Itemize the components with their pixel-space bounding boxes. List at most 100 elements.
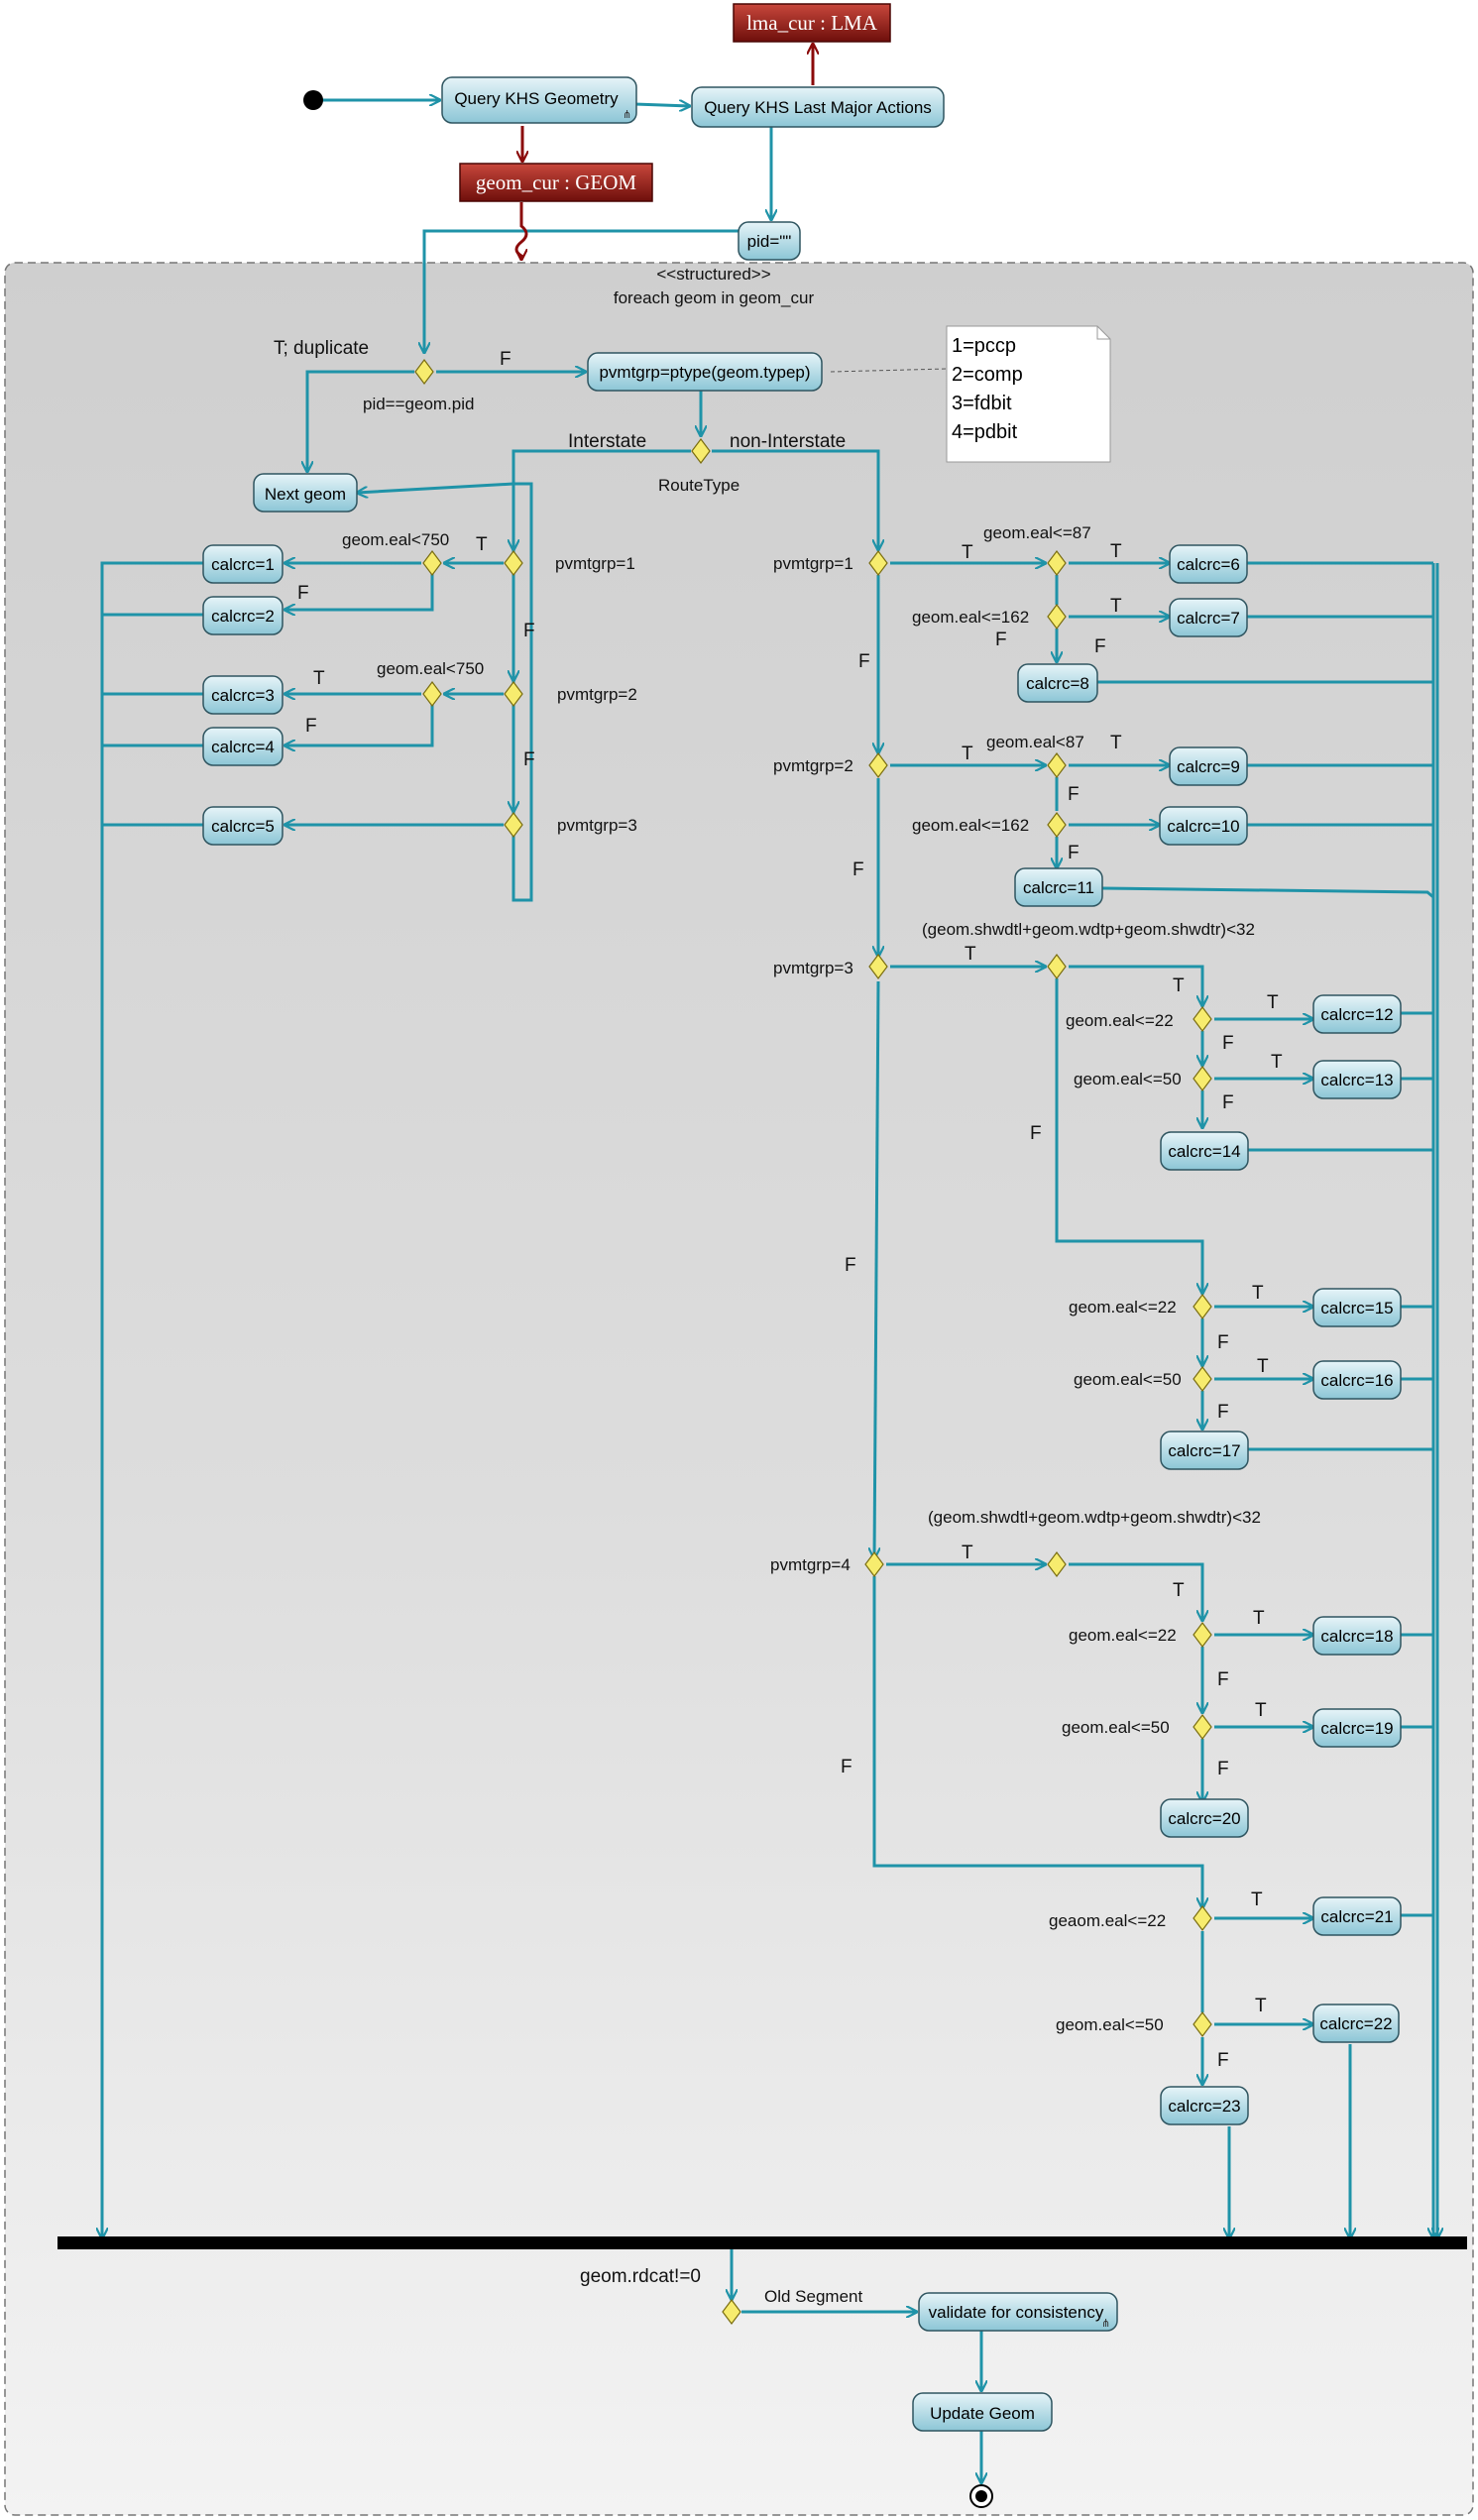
- guard-label-t: T: [962, 1543, 973, 1563]
- guard-label-t: T: [1110, 733, 1122, 753]
- calcrc-7: calcrc=7: [1169, 598, 1248, 637]
- decision-node: [1193, 1905, 1212, 1931]
- label-pvmtgrp1-right: pvmtgrp=1: [773, 554, 853, 573]
- guard-label-t: T: [1251, 1890, 1263, 1910]
- label-eal50-3: geom.eal<=50: [1062, 1718, 1170, 1737]
- control-flows: [102, 100, 1437, 2483]
- note-line-1: 1=pccp: [952, 335, 1016, 357]
- label-eal162le-2: geom.eal<=162: [912, 816, 1029, 835]
- label-pvmtgrp2-right: pvmtgrp=2: [773, 756, 853, 775]
- label-pvmtgrp4-right: pvmtgrp=4: [770, 1555, 851, 1574]
- calcrc-label: calcrc=5: [211, 817, 275, 836]
- calcrc-label: calcrc=17: [1168, 1441, 1240, 1460]
- note-line-2: 2=comp: [952, 364, 1023, 386]
- guard-label-f: F: [1068, 784, 1080, 805]
- guard-label-f: F: [858, 651, 870, 672]
- label-t-duplicate: T; duplicate: [274, 338, 369, 359]
- calcrc-17: calcrc=17: [1160, 1431, 1249, 1470]
- calcrc-1: calcrc=1: [202, 544, 284, 584]
- object-flows: [514, 44, 813, 260]
- label-eal750-2: geom.eal<750: [377, 659, 484, 678]
- guard-label-t: T: [1255, 1996, 1267, 2016]
- action-validate-for-consistency: validate for consistency ⋔: [918, 2292, 1118, 2332]
- calcrc-label: calcrc=16: [1320, 1371, 1393, 1390]
- decision-node: [1047, 604, 1067, 630]
- calcrc-5: calcrc=5: [202, 806, 284, 846]
- calcrc-6: calcrc=6: [1169, 544, 1248, 584]
- calcrc-nodes: calcrc=1calcrc=2calcrc=3calcrc=4calcrc=5…: [202, 544, 1402, 2125]
- label-pvmtgrp3-left: pvmtgrp=3: [557, 816, 637, 835]
- guard-label-t: T: [1110, 596, 1122, 617]
- decision-node: [414, 359, 434, 385]
- calcrc-15: calcrc=15: [1312, 1288, 1402, 1327]
- decision-node: [1193, 1622, 1212, 1648]
- guard-label-f: F: [305, 716, 317, 737]
- calcrc-2: calcrc=2: [202, 596, 284, 635]
- calcrc-label: calcrc=14: [1168, 1142, 1240, 1161]
- guard-label-t: T: [1252, 1283, 1264, 1304]
- guard-label-t: T: [1267, 992, 1279, 1013]
- calcrc-14: calcrc=14: [1160, 1131, 1249, 1171]
- calcrc-label: calcrc=10: [1167, 817, 1239, 836]
- note-connector: [830, 368, 948, 373]
- subactivity-icon: ⋔: [1101, 2317, 1110, 2330]
- guard-label-t: T: [1173, 1580, 1185, 1601]
- calcrc-label: calcrc=15: [1320, 1299, 1393, 1317]
- guard-label-f: F: [995, 630, 1007, 650]
- label-shw-sum-2: (geom.shwdtl+geom.wdtp+geom.shwdtr)<32: [928, 1508, 1261, 1527]
- decision-node: [868, 752, 888, 778]
- calcrc-4: calcrc=4: [202, 727, 284, 766]
- decision-node: [1047, 550, 1067, 576]
- calcrc-label: calcrc=19: [1320, 1719, 1393, 1738]
- calcrc-19: calcrc=19: [1312, 1708, 1402, 1748]
- svg-text:Query KHS Last Major Actions: Query KHS Last Major Actions: [704, 98, 932, 117]
- guard-label-f: F: [523, 749, 535, 770]
- guard-label-t: T: [965, 944, 976, 965]
- label-eal22-1: geom.eal<=22: [1066, 1011, 1174, 1030]
- label-route-type: RouteType: [658, 476, 739, 495]
- calcrc-9: calcrc=9: [1169, 746, 1248, 786]
- decision-node: [504, 812, 523, 838]
- decision-nodes: [414, 359, 1212, 2325]
- calcrc-16: calcrc=16: [1312, 1360, 1402, 1400]
- guard-label-f: F: [1217, 1332, 1229, 1353]
- subactivity-icon: ⋔: [623, 108, 631, 121]
- action-next-geom: Next geom: [253, 473, 358, 513]
- pavement-type-note: 1=pccp 2=comp 3=fdbit 4=pdbit: [946, 325, 1111, 463]
- calcrc-label: calcrc=23: [1168, 2097, 1240, 2116]
- guard-label-f: F: [845, 1255, 856, 1276]
- svg-text:Next geom: Next geom: [265, 485, 346, 504]
- label-eal50-1: geom.eal<=50: [1074, 1070, 1182, 1088]
- calcrc-label: calcrc=4: [211, 738, 275, 756]
- flow-labels: T; duplicate pid==geom.pid Interstate no…: [274, 338, 1261, 2306]
- guard-label-f: F: [1222, 1092, 1234, 1113]
- guard-label-t: T: [1253, 1608, 1265, 1629]
- calcrc-label: calcrc=12: [1320, 1005, 1393, 1024]
- calcrc-label: calcrc=6: [1177, 555, 1240, 574]
- decision-node: [868, 550, 888, 576]
- guard-label-t: T: [313, 668, 325, 689]
- calcrc-label: calcrc=11: [1023, 878, 1094, 897]
- guard-label-f: F: [1068, 843, 1080, 863]
- decision-node: [722, 2299, 741, 2325]
- svg-text:pvmtgrp=ptype(geom.typep): pvmtgrp=ptype(geom.typep): [599, 363, 810, 382]
- action-update-geom: Update Geom: [912, 2392, 1053, 2432]
- decision-node: [1193, 2011, 1212, 2037]
- object-node-geom: geom_cur : GEOM: [459, 163, 653, 202]
- guard-label-t: T: [476, 534, 488, 555]
- decision-node: [1193, 1294, 1212, 1319]
- label-eal50-2: geom.eal<=50: [1074, 1370, 1182, 1389]
- svg-text:Update Geom: Update Geom: [930, 2404, 1035, 2423]
- guard-label-t: T: [1257, 1356, 1269, 1377]
- decision-node: [422, 550, 442, 576]
- guard-label-f: F: [297, 583, 309, 604]
- calcrc-18: calcrc=18: [1312, 1616, 1402, 1656]
- calcrc-label: calcrc=8: [1026, 674, 1089, 693]
- calcrc-11: calcrc=11: [1014, 867, 1103, 907]
- object-node-lma: lma_cur : LMA: [733, 3, 891, 43]
- action-query-khs-geometry: Query KHS Geometry ⋔: [441, 76, 637, 124]
- calcrc-20: calcrc=20: [1160, 1798, 1249, 1838]
- action-ptype: pvmtgrp=ptype(geom.typep): [587, 352, 823, 392]
- region-stereotype: <<structured>>: [656, 265, 770, 284]
